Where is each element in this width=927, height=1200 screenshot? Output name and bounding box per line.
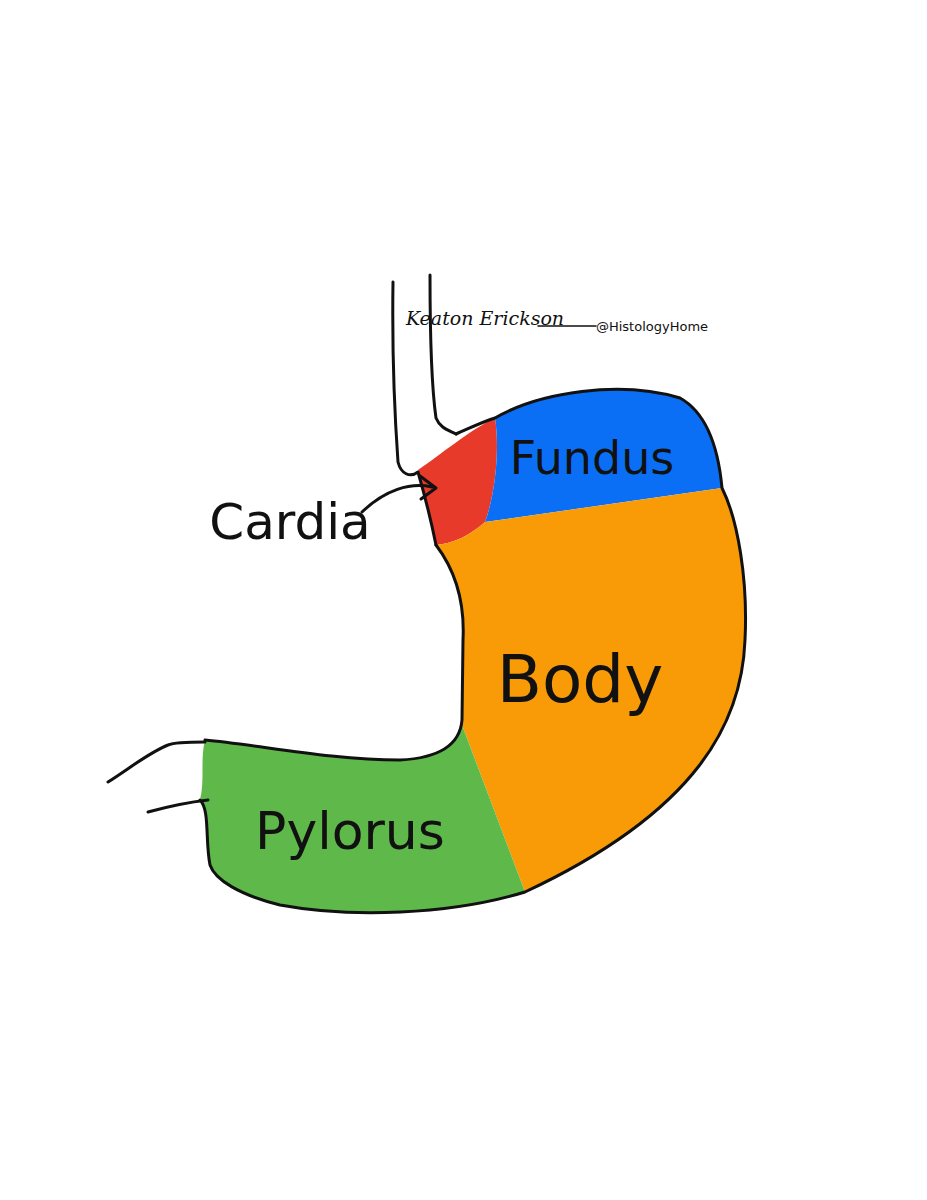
region-label: Cardia xyxy=(209,495,371,550)
greater-curvature xyxy=(200,389,746,912)
pylorus-region xyxy=(200,725,525,913)
signature-text: @HistologyHome xyxy=(596,320,708,334)
region-label: Body xyxy=(497,644,664,717)
lesser-curvature xyxy=(205,545,463,760)
duodenum-lower-wall xyxy=(148,800,208,812)
cardia-arrowhead xyxy=(420,476,436,499)
duodenum-upper-wall xyxy=(108,742,205,782)
esophagus-right-wall xyxy=(430,275,456,434)
region-label: Fundus xyxy=(510,433,675,484)
signature-text: Keaton Erickson xyxy=(406,308,564,329)
region-label: Pylorus xyxy=(255,803,445,860)
